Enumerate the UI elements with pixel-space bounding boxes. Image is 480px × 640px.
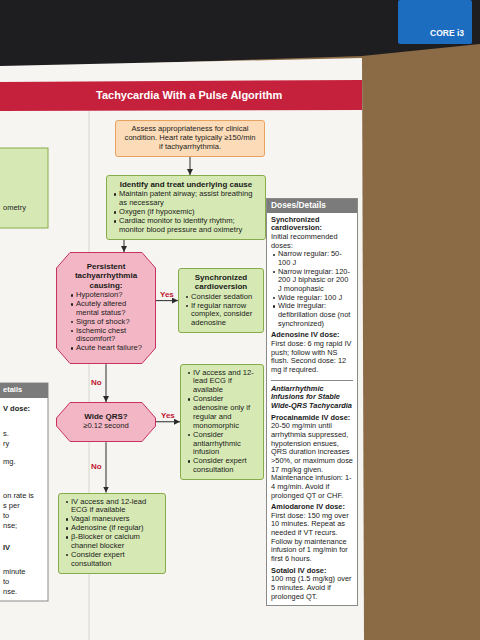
cut-off-heading: V dose: (3, 405, 30, 413)
dose-heading: Procainamide IV dose: (271, 414, 353, 423)
flow-arrow (156, 300, 178, 301)
cut-off-text: to (3, 578, 9, 586)
dose-text: Initial recommended doses: (271, 233, 353, 250)
node-heading: Identify and treat underlying cause (112, 180, 260, 189)
bullet-item: Cardiac monitor to identify rhythm; moni… (112, 217, 260, 235)
cut-off-text: ry (3, 440, 9, 448)
cut-off-text: to (3, 512, 9, 520)
title-band (0, 80, 362, 111)
cut-off-text: s per (3, 502, 20, 510)
bullet-item: Wide regular: 100 J (271, 294, 353, 303)
bullet-item: Consider expert consultation (186, 457, 258, 475)
section-heading: Antiarrhythmic Infusions for Stable Wide… (271, 380, 353, 411)
node-heading: Persistent tachyarrhythmia causing: (69, 262, 143, 290)
bullet-item: Acute heart failure? (69, 344, 143, 353)
flow-arrow (124, 240, 125, 252)
cut-off-text: nse. (3, 588, 17, 596)
bullet-item: If regular narrow complex, consider aden… (184, 302, 258, 329)
process-box: Identify and treat underlying causeMaint… (106, 175, 266, 240)
process-box: IV access and 12-lead ECG if availableCo… (180, 364, 264, 481)
cpu-sticker (398, 0, 472, 44)
node-text: Assess appropriateness for clinical cond… (123, 125, 257, 152)
dose-text: 20-50 mg/min until arrhythmia suppressed… (271, 422, 353, 500)
bullet-item: Oxygen (if hypoxemic) (112, 208, 260, 217)
bullet-item: Ischemic chest discomfort? (69, 327, 143, 345)
doses-panel: Doses/DetailsSynchronized cardioversion:… (266, 198, 358, 606)
bullet-item: Hypotension? (69, 291, 143, 300)
edge-label: No (91, 379, 102, 388)
pamphlet-page (0, 58, 364, 640)
diagram-title: Tachycardia With a Pulse Algorithm (96, 89, 282, 102)
dose-heading: Adenosine IV dose: (271, 331, 353, 340)
edge-label: No (91, 463, 102, 472)
decision-hexagon: Persistent tachyarrhythmia causing:Hypot… (56, 252, 156, 364)
bullet-item: Consider sedation (184, 293, 258, 302)
bullet-item: Vagal maneuvers (64, 515, 160, 524)
flow-arrow (106, 442, 107, 492)
process-box: Synchronized cardioversionConsider sedat… (178, 268, 264, 333)
dose-heading: Sotalol IV dose: (271, 567, 353, 576)
dose-text: 100 mg (1.5 mg/kg) over 5 minutes. Avoid… (271, 575, 353, 601)
start-box: Assess appropriateness for clinical cond… (115, 120, 265, 157)
dose-heading: Amiodarone IV dose: (271, 503, 353, 512)
cut-off-text: on rate is (3, 492, 34, 500)
bullet-item: IV access and 12-lead ECG if available (186, 369, 258, 396)
partial-green-box (0, 148, 48, 228)
bullet-item: Consider adenosine only if regular and m… (186, 395, 258, 431)
bullet-item: Narrow regular: 50-100 J (271, 250, 353, 267)
dose-text: First dose: 6 mg rapid IV push; follow w… (271, 340, 353, 375)
edge-label: Yes (160, 291, 174, 300)
bullet-item: Consider antiarrhythmic infusion (186, 431, 258, 458)
bullet-item: Consider expert consultation (64, 551, 160, 569)
cut-off-text: nse; (3, 522, 17, 530)
hexagon-shape (57, 253, 156, 364)
process-box: IV access and 12-lead ECG if availableVa… (58, 493, 166, 574)
bullet-item: Wide irregular: defibrillation dose (not… (271, 302, 353, 328)
bullet-item: β-Blocker or calcium channel blocker (64, 533, 160, 551)
bullet-item: Adenosine (if regular) (64, 524, 160, 533)
cut-off-heading: IV (3, 544, 10, 552)
bullet-item: Maintain patent airway; assist breathing… (112, 190, 260, 208)
edge-label: Yes (161, 412, 175, 421)
flow-arrow (156, 421, 180, 422)
hexagon-shape (57, 403, 156, 442)
bullet-item: IV access and 12-lead ECG if available (64, 498, 160, 516)
partial-details-band (0, 383, 48, 398)
node-text: ≥0.12 second (69, 422, 143, 431)
cut-off-text: minute (3, 568, 26, 576)
decision-hexagon: Wide QRS?≥0.12 second (56, 402, 156, 442)
laptop-edge (0, 0, 480, 68)
sticker-text: CORE i3 (430, 29, 464, 38)
node-heading: Wide QRS? (69, 412, 143, 421)
bullet-item: Signs of shock? (69, 318, 143, 327)
bullet-item: Narrow irregular: 120-200 J biphasic or … (271, 268, 353, 294)
panel-header: Doses/Details (267, 199, 357, 213)
node-heading: Synchronized cardioversion (184, 273, 258, 292)
flow-arrow (190, 157, 191, 175)
partial-details-box (0, 383, 48, 601)
bullet-item: Acutely altered mental status? (69, 300, 143, 318)
cut-off-text: s. (3, 430, 9, 438)
cut-off-heading: etails (3, 386, 22, 394)
dose-text: First dose: 150 mg over 10 minutes. Repe… (271, 512, 353, 564)
flow-arrow (106, 364, 107, 402)
cut-off-text: ometry (3, 204, 26, 212)
cut-off-text: mg. (3, 458, 16, 466)
dose-heading: Synchronized cardioversion: (271, 216, 353, 233)
